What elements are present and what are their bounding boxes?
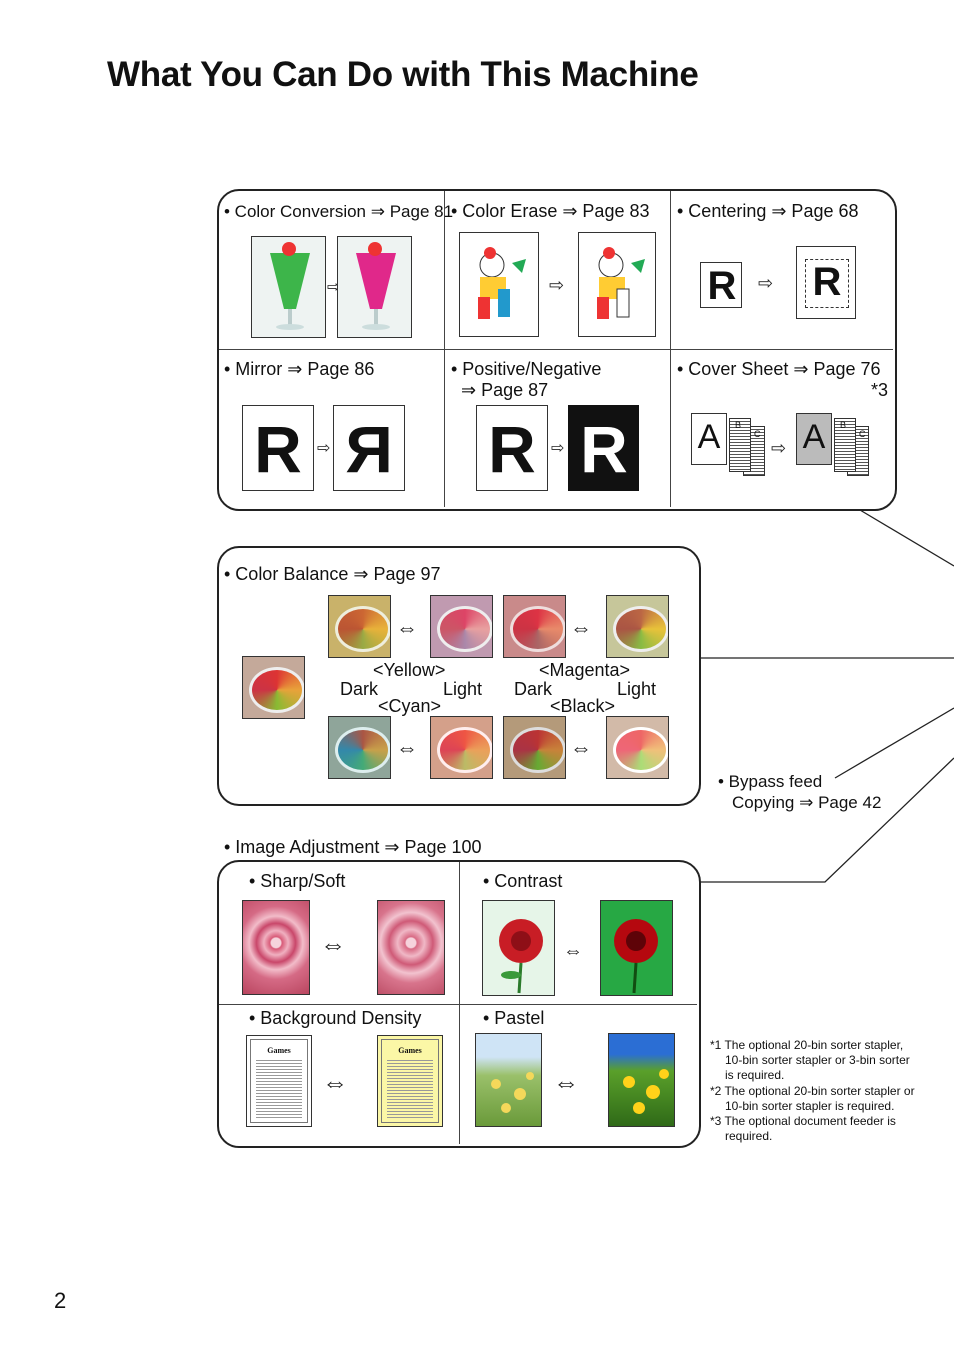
footnote-3-line1: *3 The optional document feeder is — [710, 1114, 896, 1128]
arrow-icon: ⇨ — [549, 275, 565, 295]
footnote-1-line1: *1 The optional 20-bin sorter stapler, — [710, 1038, 904, 1052]
background-density-label: • Background Density — [249, 1008, 422, 1028]
color-conversion-label: • Color Conversion ⇒ Page 81 — [224, 202, 454, 221]
color-balance-label: • Color Balance ⇒ Page 97 — [224, 564, 441, 584]
sheet-b — [834, 418, 856, 472]
clown-erased-image — [578, 232, 656, 337]
mirrored-r: R — [333, 405, 405, 491]
plate-yellow-dark — [328, 595, 391, 658]
arrow-icon: ⇨ — [758, 273, 774, 293]
cyan-label: <Cyan> — [378, 696, 442, 716]
double-arrow-icon: ⇔ — [320, 929, 346, 959]
bypass-feed-page: Copying ⇒ Page 42 — [732, 793, 882, 812]
green-drink-image — [251, 236, 326, 338]
page-number: 2 — [54, 1288, 67, 1313]
black-label: <Black> — [550, 696, 616, 716]
double-arrow-icon: ⇔ — [396, 735, 418, 760]
bypass-feed-label: • Bypass feed — [718, 772, 823, 791]
pastel-label: • Pastel — [483, 1008, 545, 1028]
flowers-pastel-image — [475, 1033, 542, 1127]
sharp-soft-label: • Sharp/Soft — [249, 871, 346, 891]
features-panel-top — [217, 189, 897, 511]
light-label: Light — [443, 679, 483, 699]
image-adjustment-label: • Image Adjustment ⇒ Page 100 — [224, 837, 482, 857]
rose-soft-image — [377, 900, 445, 995]
document-light-background: Games — [246, 1035, 312, 1127]
color-erase-label: • Color Erase ⇒ Page 83 — [451, 201, 650, 221]
plate-cyan-light — [430, 716, 493, 779]
sheet-b-label: B — [735, 420, 742, 430]
sheet-c-label: C — [754, 429, 761, 439]
yellow-label: <Yellow> — [373, 660, 446, 680]
connector-lines — [700, 509, 954, 883]
positive-r: R — [476, 405, 548, 491]
rose-sharp-image — [242, 900, 310, 995]
sheet-b-label: B — [840, 420, 847, 430]
plate-yellow-light — [430, 595, 493, 658]
cover-sheet-note: *3 — [871, 380, 889, 400]
arrow-icon: ⇨ — [771, 438, 787, 458]
positive-negative-page: ⇒ Page 87 — [461, 380, 549, 400]
double-arrow-icon: ⇔ — [396, 615, 418, 640]
plate-magenta-dark — [503, 595, 566, 658]
centered-r: R — [796, 246, 856, 319]
cover-sheet-label: • Cover Sheet ⇒ Page 76 — [677, 359, 881, 379]
double-arrow-icon: ⇔ — [570, 735, 592, 760]
document-dark-background: Games — [377, 1035, 443, 1127]
sheet-b — [729, 418, 751, 472]
plate-magenta-light — [606, 595, 669, 658]
red-rose-low-contrast — [482, 900, 555, 996]
negative-r: R — [568, 405, 639, 491]
footnote-1-line3: is required. — [725, 1068, 785, 1082]
sheet-c-label: C — [859, 429, 866, 439]
plate-cyan-dark — [328, 716, 391, 779]
positive-negative-label: • Positive/Negative — [451, 359, 602, 379]
arrow-icon: ⇨ — [317, 440, 331, 457]
off-center-r: R — [700, 262, 742, 308]
normal-r: R — [242, 405, 314, 491]
footnote-1-line2: 10-bin sorter stapler or 3-bin sorter — [725, 1053, 910, 1067]
mirror-label: • Mirror ⇒ Page 86 — [224, 359, 375, 379]
footnote-3-line2: required. — [725, 1129, 773, 1143]
centering-label: • Centering ⇒ Page 68 — [677, 201, 859, 221]
page-title: What You Can Do with This Machine — [107, 55, 699, 94]
footnote-2-line1: *2 The optional 20-bin sorter stapler or — [710, 1084, 915, 1098]
dark-label: Dark — [340, 679, 379, 699]
red-rose-high-contrast — [600, 900, 673, 996]
cover-a-gray: A — [796, 413, 832, 465]
double-arrow-icon: ⇔ — [570, 615, 592, 640]
plate-original-image — [242, 656, 305, 719]
plate-black-dark — [503, 716, 566, 779]
double-arrow-icon: ⇔ — [553, 1067, 579, 1097]
cover-a-plain: A — [691, 413, 727, 465]
plate-black-light — [606, 716, 669, 779]
flowers-vivid-image — [608, 1033, 675, 1127]
footnote-2-line2: 10-bin sorter stapler is required. — [725, 1099, 895, 1113]
magenta-drink-image — [337, 236, 412, 338]
magenta-label: <Magenta> — [539, 660, 631, 680]
double-arrow-icon: ⇔ — [563, 940, 583, 962]
contrast-label: • Contrast — [483, 871, 563, 891]
light-label: Light — [617, 679, 657, 699]
dark-label: Dark — [514, 679, 553, 699]
double-arrow-icon: ⇔ — [322, 1067, 348, 1097]
arrow-icon: ⇨ — [551, 440, 565, 457]
clown-color-image — [459, 232, 539, 337]
